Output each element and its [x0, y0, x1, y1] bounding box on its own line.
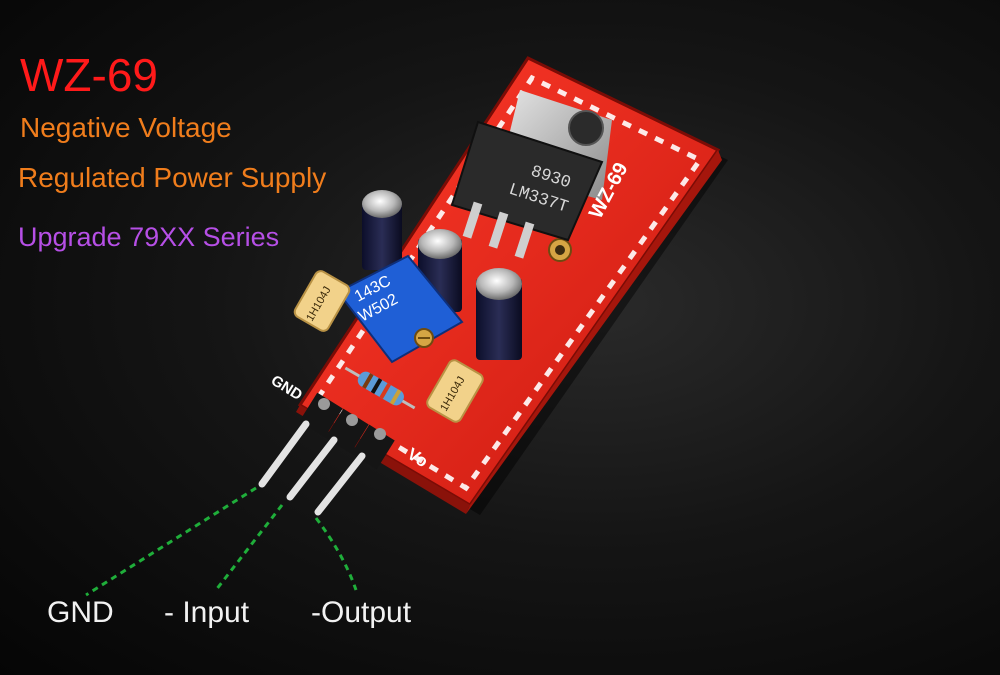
- pin-label-gnd: GND: [47, 596, 114, 629]
- subtitle-upgrade-series: Upgrade 79XX Series: [18, 222, 280, 252]
- subtitle-negative-voltage: Negative Voltage: [20, 112, 232, 143]
- leader-line-output: [314, 517, 358, 591]
- regulator-chip: 8930 LM337T: [450, 90, 612, 259]
- film-capacitor-1: 1H104J: [293, 270, 351, 332]
- capacitor-3: [476, 268, 522, 360]
- model-title: WZ-69: [20, 49, 158, 101]
- capacitor-1: [362, 190, 402, 270]
- header-pins: [258, 392, 395, 516]
- leader-line-gnd: [85, 486, 257, 597]
- gnd-silk: GND: [268, 372, 305, 404]
- subtitle-regulated-supply: Regulated Power Supply: [18, 162, 327, 193]
- trimmer-pot: 143C W502: [336, 254, 464, 364]
- leader-line-input: [214, 504, 284, 591]
- pin-label-output: -Output: [311, 596, 412, 629]
- resistor: [344, 366, 416, 410]
- pin-label-input: - Input: [164, 596, 250, 629]
- film-capacitor-2: 1H104J: [426, 359, 484, 423]
